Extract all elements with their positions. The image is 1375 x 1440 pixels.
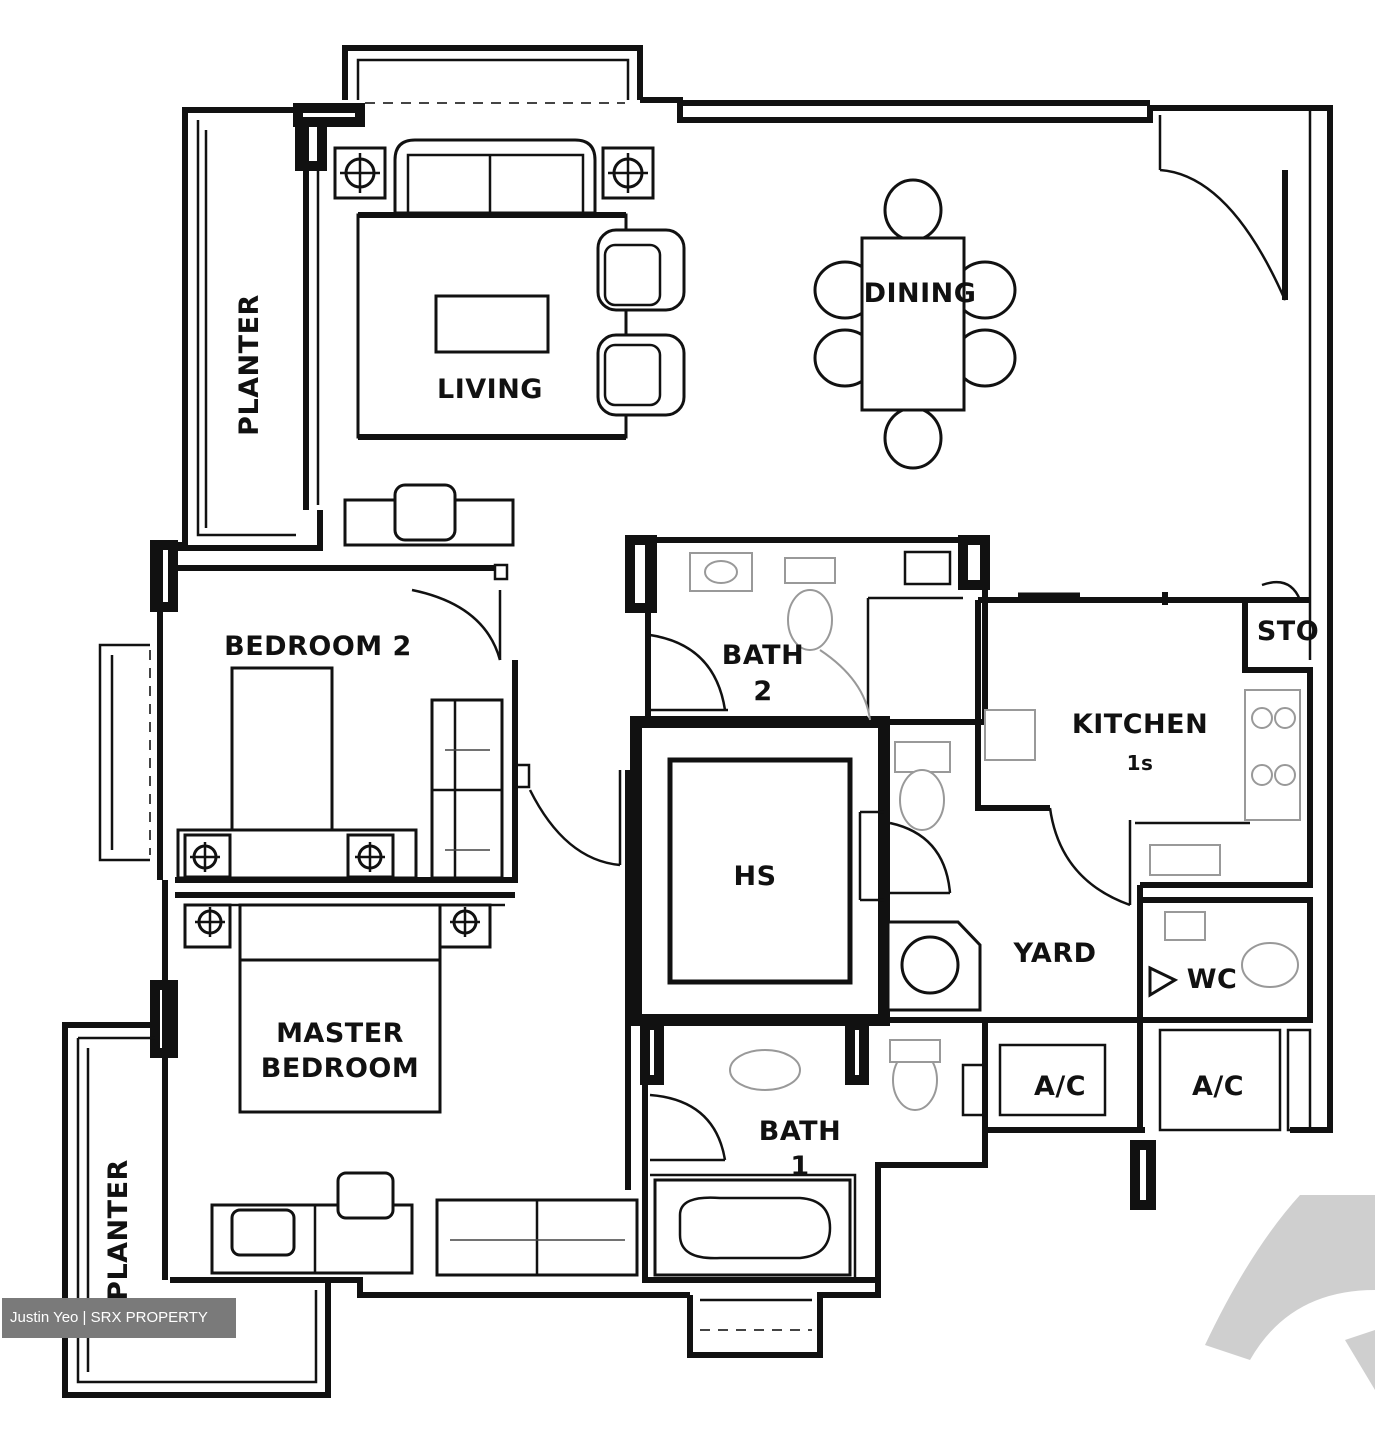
dining-furniture	[813, 178, 1017, 470]
interior-walls	[172, 510, 1313, 1283]
household-shelter	[667, 757, 853, 985]
label-dining: DINING	[864, 278, 977, 309]
label-kitchen-line1: KITCHEN	[1072, 709, 1208, 740]
label-bedroom-2: BEDROOM 2	[224, 631, 412, 662]
srx-logo-mark	[1205, 1195, 1375, 1390]
label-bath-1-line2: 1	[790, 1151, 809, 1182]
label-living: LIVING	[437, 374, 543, 405]
label-kitchen-line2: 1s	[1127, 751, 1154, 775]
living-furniture	[333, 138, 686, 547]
label-wc: WC	[1187, 964, 1238, 995]
label-master-line1: MASTER	[276, 1018, 404, 1049]
room-labels: LIVING DINING PLANTER PLANTER BEDROOM 2 …	[103, 278, 1319, 1301]
label-store: STO	[1257, 616, 1319, 647]
label-master-line2: BEDROOM	[261, 1053, 420, 1084]
label-bath-1-line1: BATH	[759, 1116, 841, 1147]
label-ac-left: A/C	[1034, 1071, 1086, 1102]
agent-watermark: Justin Yeo | SRX PROPERTY	[2, 1298, 236, 1338]
label-household-shelter: HS	[733, 861, 776, 892]
label-yard: YARD	[1012, 938, 1096, 969]
master-bedroom-furniture	[183, 903, 639, 1277]
label-planter-bottom: PLANTER	[103, 1159, 134, 1301]
bathroom-fixtures	[653, 552, 1301, 1277]
label-bath-2-line1: BATH	[722, 640, 804, 671]
bedroom2-furniture	[176, 666, 504, 880]
label-ac-right: A/C	[1192, 1071, 1244, 1102]
doors	[411, 115, 1302, 1162]
label-bath-2-line2: 2	[753, 676, 772, 707]
label-planter-top: PLANTER	[234, 294, 265, 436]
